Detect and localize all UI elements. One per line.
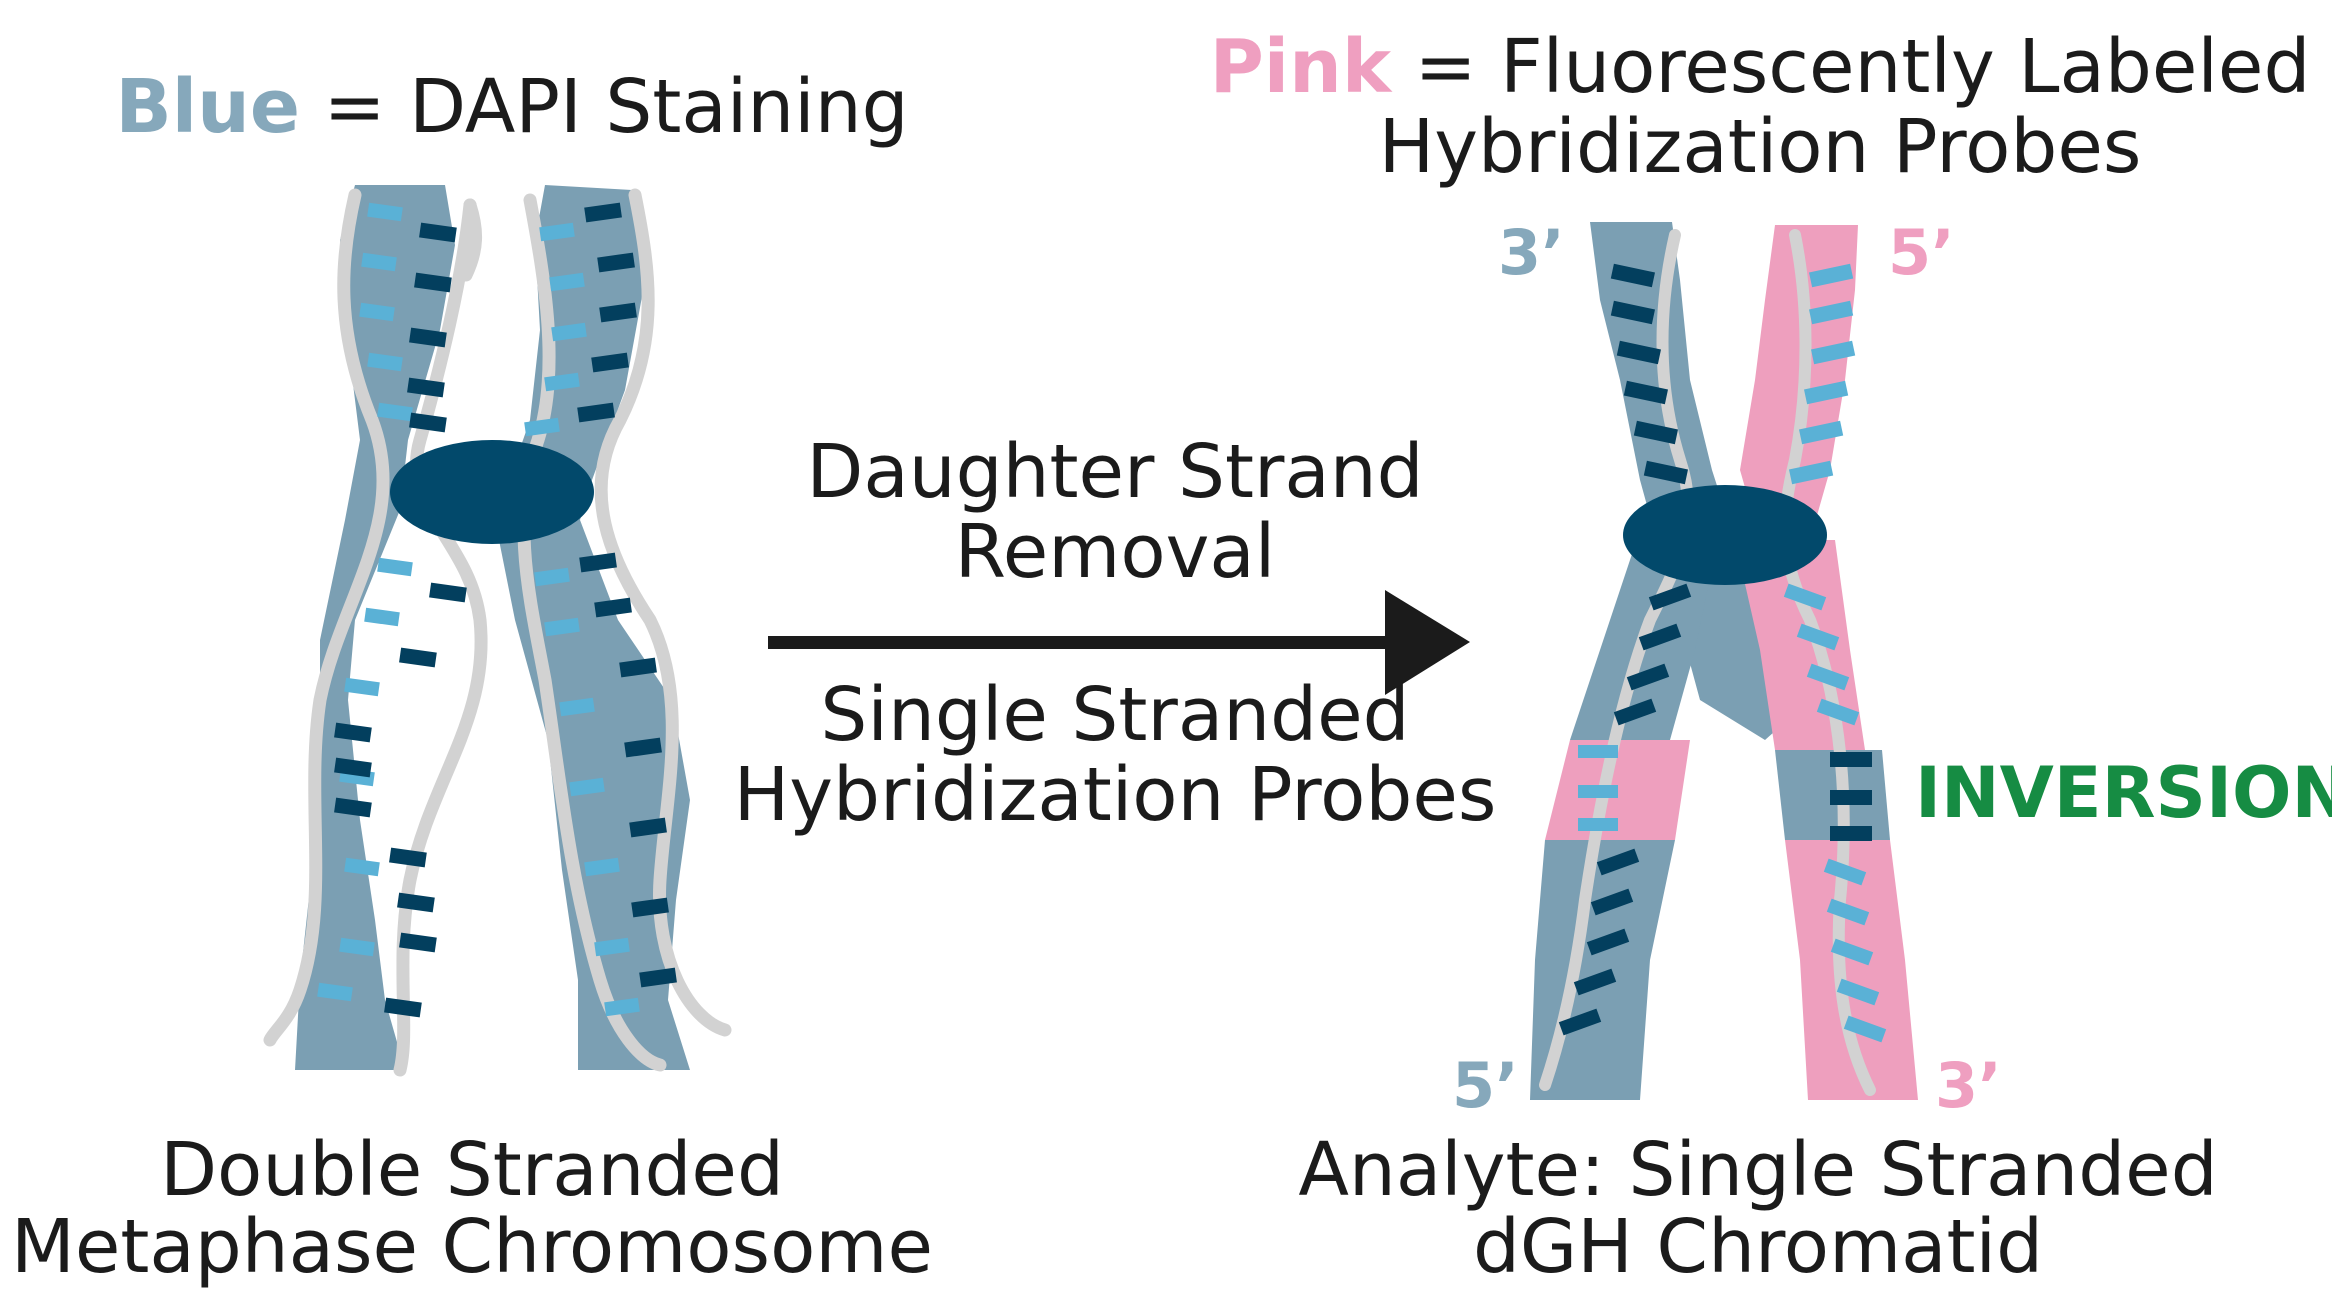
bands-blue-inversion-right <box>1830 752 1872 841</box>
double-stranded-chromosome <box>270 185 725 1070</box>
centromere-right <box>1623 485 1827 585</box>
arrow-shaft <box>768 636 1398 649</box>
single-stranded-chromatid <box>1530 222 1918 1100</box>
process-arrow <box>768 590 1470 695</box>
bands-pink-inversion-left <box>1578 745 1618 831</box>
arrow-head <box>1385 590 1470 695</box>
centromere-left <box>390 440 594 544</box>
